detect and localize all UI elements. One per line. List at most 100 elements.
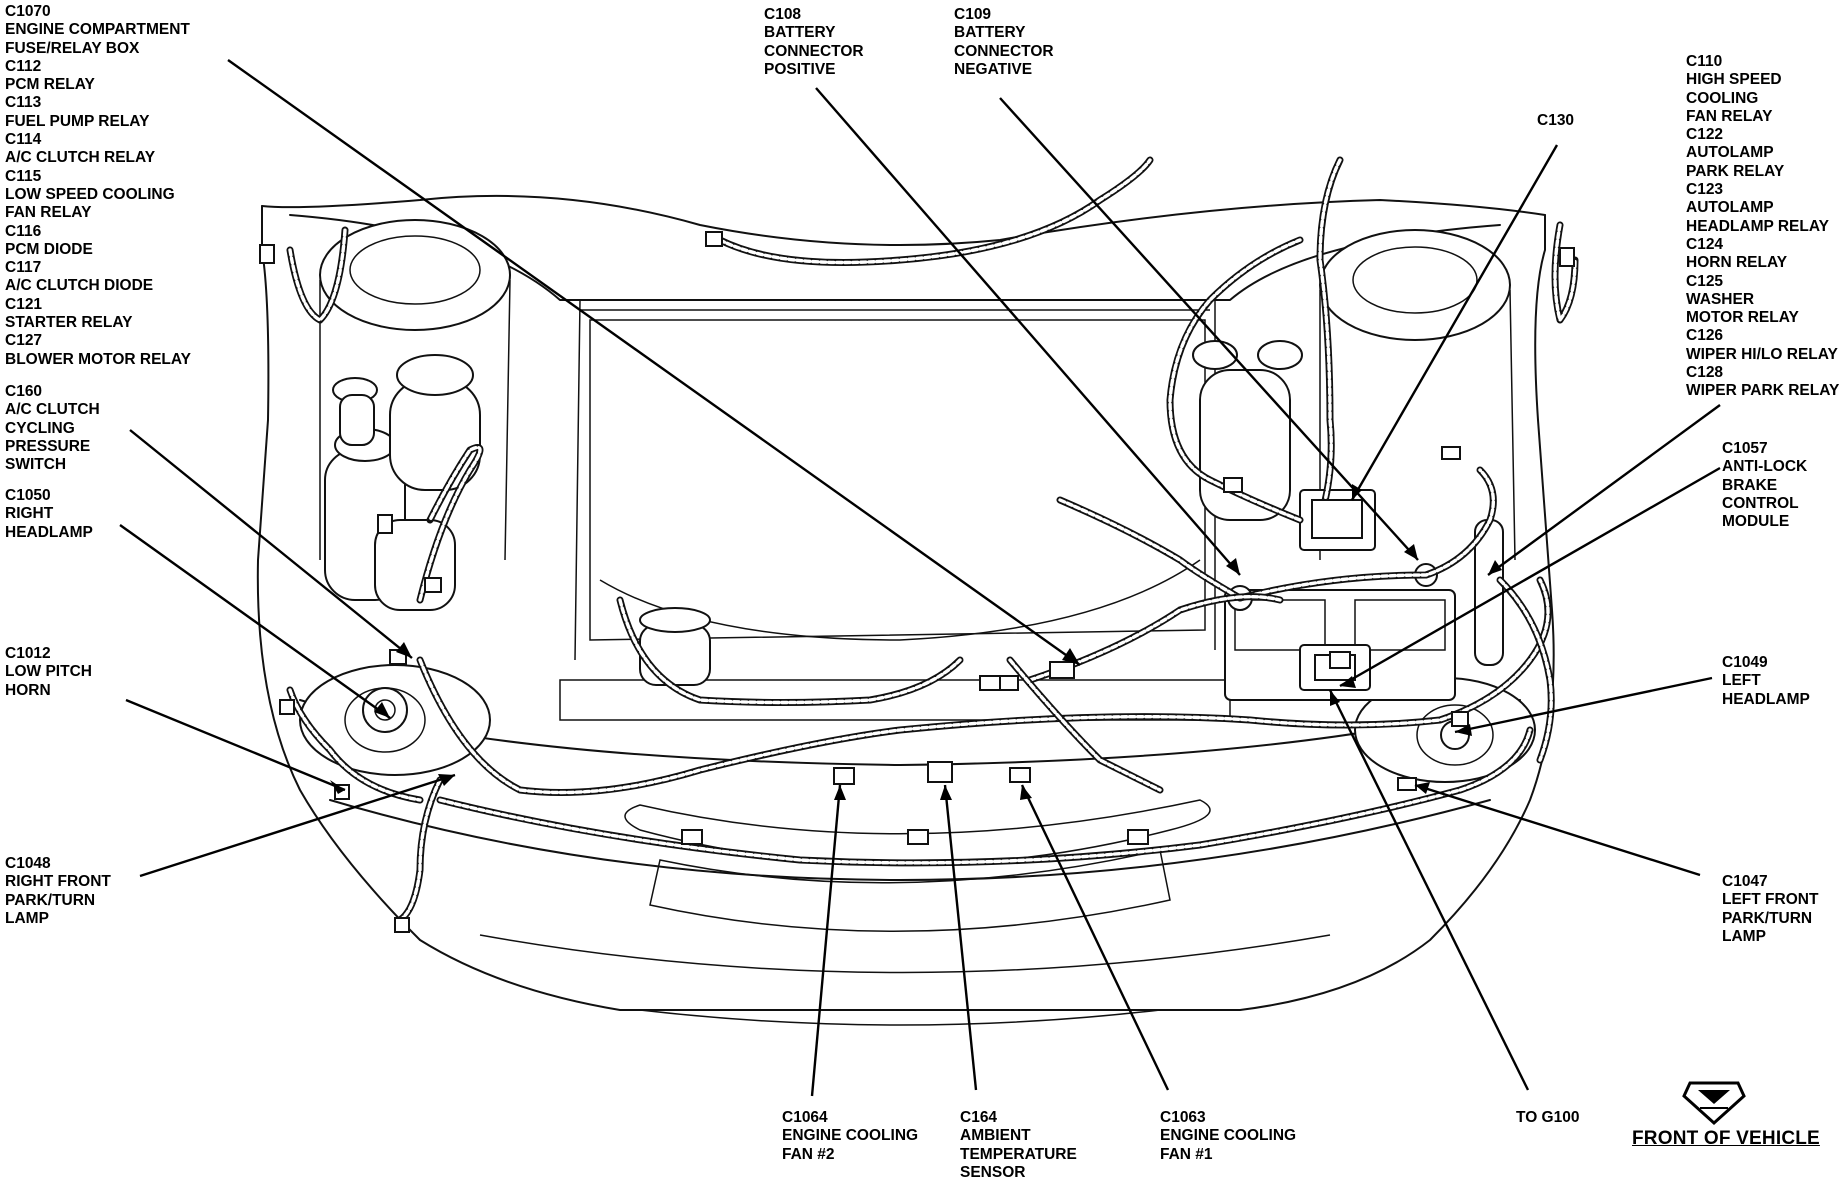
label-line: C108 <box>764 6 802 23</box>
label-line: C117 <box>5 259 42 277</box>
label-line: C1050 <box>5 487 51 504</box>
label-line: COOLING <box>1686 89 1759 107</box>
label-line: C1070 <box>5 3 51 20</box>
label-line: C160 <box>5 383 43 400</box>
label-line: LOW PITCH <box>5 663 92 681</box>
label-line: CONNECTOR <box>764 42 864 60</box>
label-line: C116 <box>5 222 42 240</box>
label-line: SENSOR <box>960 1163 1026 1181</box>
label-line: C130 <box>1537 112 1575 129</box>
label-line: C1057 <box>1722 440 1768 457</box>
components <box>324 340 1504 750</box>
label-line: TEMPERATURE <box>960 1145 1077 1163</box>
label-line: C115 <box>5 167 42 185</box>
label-line: BATTERY <box>954 24 1026 42</box>
label-g100: TO G100 <box>1516 1109 1579 1127</box>
front-of-vehicle-label: FRONT OF VEHICLE <box>1632 1128 1820 1149</box>
label-line: C126 <box>1686 327 1724 345</box>
label-line: C122 <box>1686 126 1724 144</box>
label-line: BATTERY <box>764 24 836 42</box>
leader-c160 <box>129 429 413 659</box>
leader-c1050 <box>119 524 391 719</box>
label-line: PRESSURE <box>5 437 91 455</box>
label-line: C1048 <box>5 855 51 872</box>
label-line: LAMP <box>5 909 49 927</box>
leader-c108 <box>815 87 1241 576</box>
label-line: C125 <box>1686 272 1724 290</box>
leader-g100 <box>1328 689 1530 1091</box>
label-line: MOTOR RELAY <box>1686 309 1799 327</box>
label-line: SWITCH <box>5 456 67 474</box>
label-line: CONNECTOR <box>954 42 1054 60</box>
label-line: AUTOLAMP <box>1686 199 1774 217</box>
label-line: WIPER PARK RELAY <box>1686 382 1840 400</box>
label-line: MODULE <box>1722 513 1790 531</box>
leader-c1063 <box>1020 784 1170 1091</box>
label-line: BLOWER MOTOR RELAY <box>5 350 192 368</box>
label-line: CONTROL <box>1722 494 1799 512</box>
label-line: BRAKE <box>1722 476 1778 494</box>
label-line: LEFT <box>1722 672 1761 690</box>
label-line: WIPER HI/LO RELAY <box>1686 345 1838 363</box>
leader-c1048 <box>139 773 456 878</box>
label-c130: C130 <box>1537 112 1574 130</box>
label-line: C112 <box>5 57 42 75</box>
leader-lines <box>119 59 1721 1097</box>
label-line: RIGHT <box>5 505 54 523</box>
leader-c1057-b <box>1339 466 1721 688</box>
label-line: LAMP <box>1722 927 1766 945</box>
down-arrow-icon <box>1682 1081 1746 1126</box>
leader-c1064 <box>810 784 842 1097</box>
label-line: NEGATIVE <box>954 60 1033 78</box>
label-line: POSITIVE <box>764 60 836 78</box>
label-line: C113 <box>5 94 42 112</box>
label-line: PARK/TURN <box>1722 909 1813 927</box>
label-line: AUTOLAMP <box>1686 144 1774 162</box>
label-line: TO G100 <box>1516 1109 1580 1126</box>
label-line: ENGINE COOLING <box>782 1127 919 1145</box>
label-line: HIGH SPEED <box>1686 71 1782 89</box>
label-line: C123 <box>1686 181 1724 199</box>
label-line: PCM RELAY <box>5 76 95 94</box>
label-line: A/C CLUTCH RELAY <box>5 149 156 167</box>
label-line: LOW SPEED COOLING <box>5 185 175 203</box>
label-line: C1047 <box>1722 873 1768 890</box>
label-line: FAN RELAY <box>5 204 92 222</box>
label-line: PARK/TURN <box>5 891 96 909</box>
label-line: FUEL PUMP RELAY <box>5 112 150 130</box>
label-line: HEADLAMP <box>1722 690 1810 708</box>
leader-c1012 <box>125 698 346 792</box>
label-line: HEADLAMP RELAY <box>1686 217 1829 235</box>
label-line: C164 <box>960 1109 998 1126</box>
label-line: A/C CLUTCH <box>5 401 100 419</box>
leader-c1047 <box>1414 783 1701 877</box>
label-line: ENGINE COMPARTMENT <box>5 21 190 39</box>
label-line: C1064 <box>782 1109 828 1126</box>
label-line: ENGINE COOLING <box>1160 1127 1297 1145</box>
label-line: FUSE/RELAY BOX <box>5 39 140 57</box>
label-line: C1063 <box>1160 1109 1206 1126</box>
leader-c1057-a <box>1487 404 1721 576</box>
label-line: FAN #1 <box>1160 1145 1213 1163</box>
label-line: WASHER <box>1686 290 1755 308</box>
label-line: C110 <box>1686 53 1723 70</box>
leader-c109 <box>999 97 1419 561</box>
label-line: STARTER RELAY <box>5 314 133 332</box>
label-line: A/C CLUTCH DIODE <box>5 277 154 295</box>
label-line: C1012 <box>5 645 51 662</box>
label-line: C109 <box>954 6 992 23</box>
label-line: RIGHT FRONT <box>5 873 111 891</box>
